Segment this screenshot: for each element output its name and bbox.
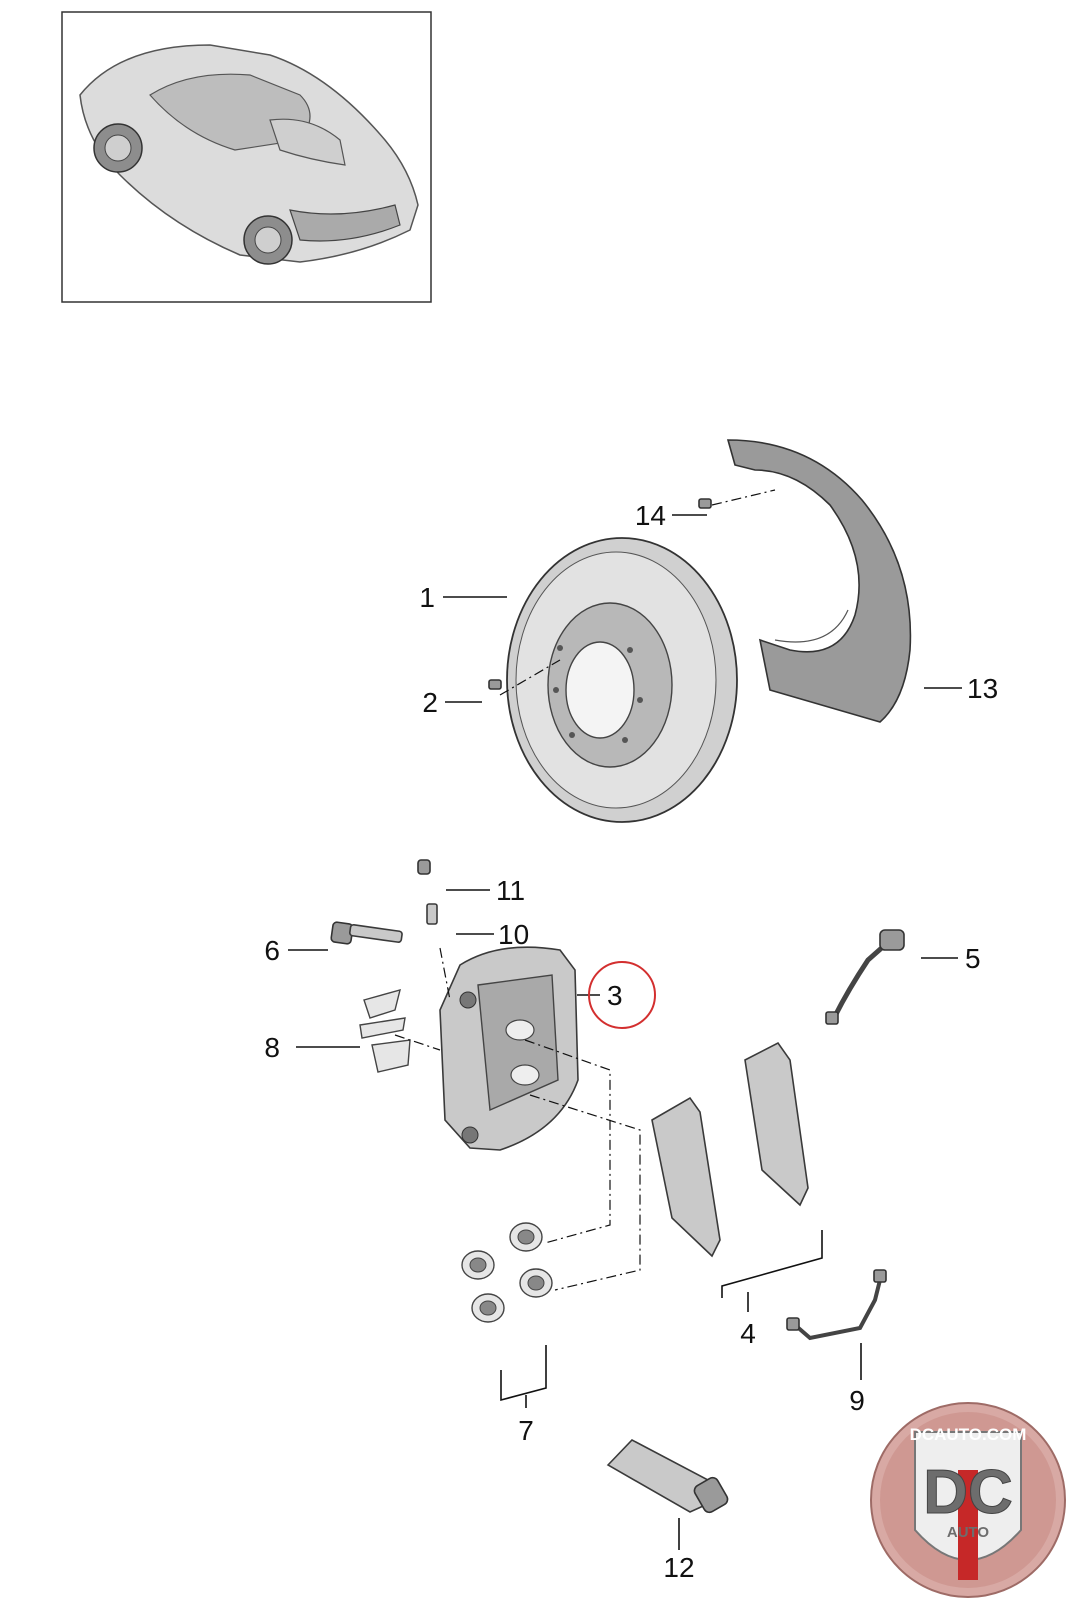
callout-3-highlight-ring [588,961,656,1029]
callout-9: 9 [849,1385,865,1416]
leader-2-dash [499,659,561,696]
bolt-part [330,921,403,945]
seal-rings-part [461,1222,553,1323]
spring-clip-part [359,989,411,1073]
seal-dash-b [529,1094,641,1291]
leader-14-dash [711,489,776,506]
callout-3: 3 [607,980,623,1011]
grease-tube-part [606,1439,729,1514]
callout-12: 12 [663,1552,694,1583]
car-illustration [79,44,419,265]
logo-bottom-text: AUTO [947,1524,990,1541]
brake-hose-part [825,929,905,1025]
leader-10-dash [439,947,451,1001]
brake-caliper-part [439,946,579,1151]
callout-13: 13 [967,673,998,704]
leader-8-dash [394,1034,441,1051]
callout-5: 5 [965,943,981,974]
bleeder-valve-part [426,903,438,925]
leader-4 [721,1230,823,1298]
callout-11: 11 [496,875,525,906]
callout-7: 7 [518,1415,534,1446]
callout-14: 14 [635,500,666,531]
vehicle-thumbnail [61,11,432,303]
logo-letters: DC [923,1458,1013,1527]
logo-stripe [958,1470,978,1580]
callout-6: 6 [264,935,280,966]
callout-8: 8 [264,1032,280,1063]
callout-10: 10 [498,919,529,950]
callout-4: 4 [740,1318,756,1349]
callout-1: 1 [419,582,435,613]
screw-2-part [488,679,502,690]
brake-pads-part [651,1041,809,1258]
dust-shield-part [726,439,912,723]
brake-disc-part [506,537,738,823]
callout-numbers: 1 2 3 4 5 6 7 8 9 10 11 12 13 14 [264,500,998,1583]
screw-14-part [698,498,712,509]
callout-2: 2 [422,687,438,718]
seal-dash-a [524,1039,611,1244]
leader-lines [288,489,962,1550]
bleeder-cap-part [417,859,431,875]
dcauto-logo: DCAUTO.COM DC AUTO [870,1402,1066,1598]
leader-7 [500,1345,547,1402]
brake-line-part [786,1269,887,1341]
logo-top-text: DCAUTO.COM [910,1425,1027,1444]
